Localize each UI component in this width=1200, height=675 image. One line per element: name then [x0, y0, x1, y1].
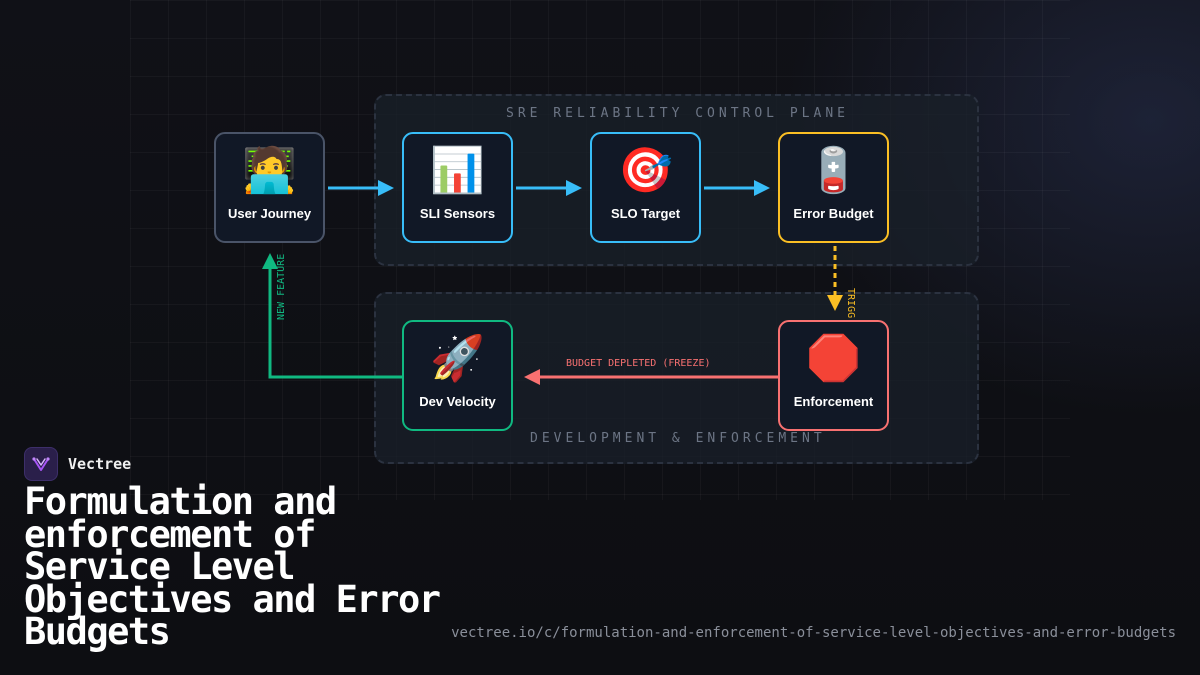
node-label: Dev Velocity — [419, 394, 496, 409]
target-icon: 🎯 — [618, 145, 673, 196]
brand-name: Vectree — [68, 455, 132, 473]
edge-label-freeze: BUDGET DEPLETED (FREEZE) — [566, 358, 711, 369]
node-sli-sensors: 📊 SLI Sensors — [402, 132, 513, 243]
brand: Vectree — [24, 447, 131, 481]
arrowhead-enforcement-to-dev — [524, 369, 540, 385]
node-label: Enforcement — [793, 394, 874, 409]
edge-label-new-feature: NEW FEATURE — [276, 253, 287, 320]
arrowhead-user-to-sli — [378, 180, 394, 196]
arrowhead-budget-to-enforcement — [827, 295, 843, 311]
low-battery-icon: 🪫 — [806, 145, 861, 196]
node-error-budget: 🪫 Error Budget — [778, 132, 889, 243]
page-url: vectree.io/c/formulation-and-enforcement… — [451, 625, 1176, 641]
node-dev-velocity: 🚀 Dev Velocity — [402, 320, 513, 431]
bar-chart-icon: 📊 — [430, 145, 485, 196]
node-user-journey: 🧑‍💻 User Journey — [214, 132, 325, 243]
arrow-dev-to-user — [268, 266, 402, 379]
node-label: SLI Sensors — [419, 206, 496, 221]
arrowhead-slo-to-budget — [754, 180, 770, 196]
person-laptop-icon: 🧑‍💻 — [242, 145, 297, 196]
node-slo-target: 🎯 SLO Target — [590, 132, 701, 243]
node-label: User Journey — [227, 206, 312, 221]
arrowhead-dev-to-user — [262, 253, 278, 269]
edge-label-trigger: TRIGG — [845, 288, 856, 319]
arrowhead-sli-to-slo — [566, 180, 582, 196]
node-label: SLO Target — [610, 206, 681, 221]
node-label: Error Budget — [793, 206, 874, 221]
vectree-logo-icon — [24, 447, 58, 481]
page-title: Formulation and enforcement of Service L… — [24, 480, 441, 654]
node-enforcement: 🛑 Enforcement — [778, 320, 889, 431]
stop-sign-icon: 🛑 — [806, 333, 861, 384]
development-enforcement-label: DEVELOPMENT & ENFORCEMENT — [530, 431, 826, 446]
sre-control-plane-label: SRE RELIABILITY CONTROL PLANE — [506, 106, 849, 121]
rocket-icon: 🚀 — [430, 333, 485, 384]
